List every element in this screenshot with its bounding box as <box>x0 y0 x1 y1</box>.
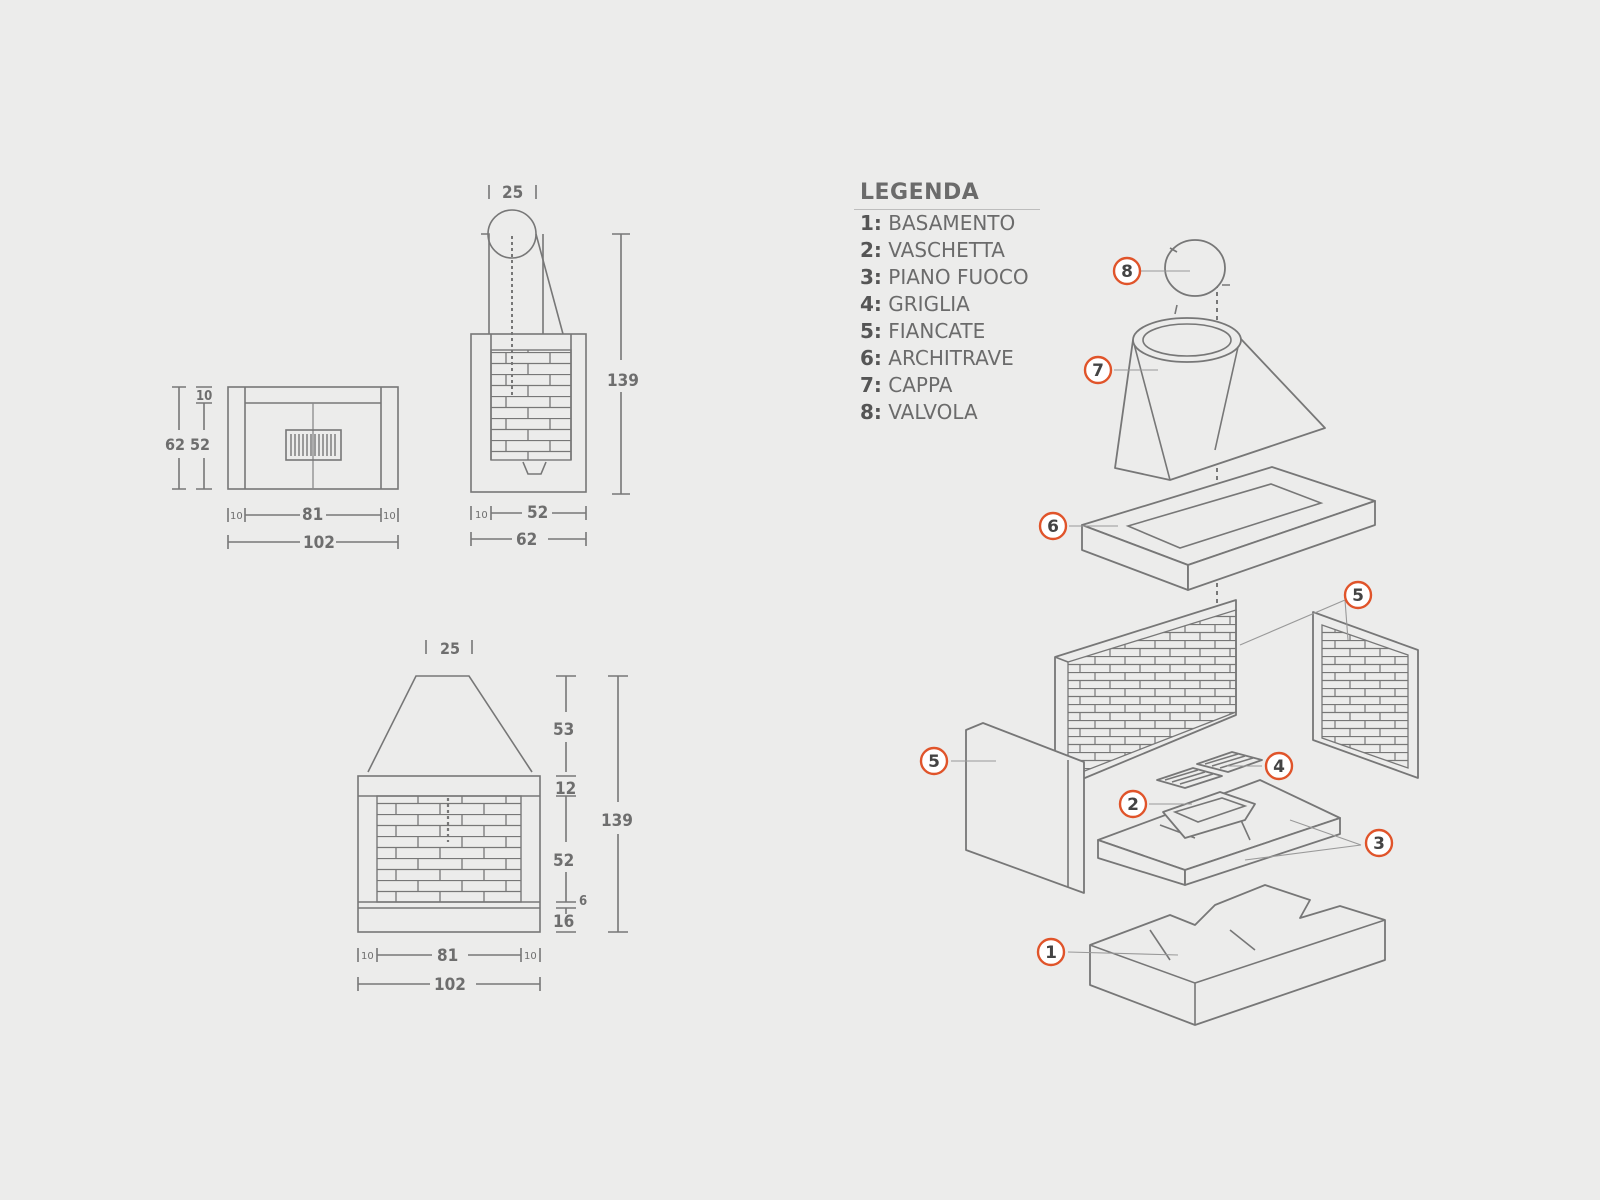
dim-front-chimney: 25 <box>440 639 460 658</box>
dim-top: 10 <box>196 389 212 404</box>
legend-item: 1: BASAMENTO <box>860 211 1016 235</box>
svg-text:1: 1 <box>1045 943 1057 963</box>
dim-height-total: 62 <box>165 435 185 454</box>
svg-text:6: 6 <box>1047 517 1059 537</box>
dim-front-side-right: 10 <box>524 951 537 962</box>
legend: LEGENDA 1: BASAMENTO 2: VASCHETTA 3: PIA… <box>854 180 1040 426</box>
left-wall-part <box>965 722 1085 894</box>
callout-4: 4 <box>1264 751 1294 781</box>
callout-7: 7 <box>1083 355 1113 385</box>
dim-depth-side: 10 <box>475 510 488 521</box>
dim-chimney: 25 <box>502 183 523 203</box>
dim-width-total: 102 <box>303 533 335 553</box>
exploded-view: 8 7 6 5 5 4 2 3 1 <box>919 239 1419 1026</box>
dim-front-side-left: 10 <box>361 951 374 962</box>
valve-part <box>1164 239 1230 315</box>
callout-1: 1 <box>1036 937 1066 967</box>
base-part <box>1089 884 1386 1026</box>
callout-6: 6 <box>1038 511 1068 541</box>
dim-front-height: 139 <box>601 811 633 831</box>
dim-side-right: 10 <box>383 511 396 522</box>
dim-side-left: 10 <box>230 511 243 522</box>
svg-text:5: 5 <box>1352 586 1364 606</box>
svg-text:2: 2 <box>1127 795 1139 815</box>
dim-lintel: 12 <box>555 779 576 799</box>
architrave-part <box>1081 466 1376 591</box>
dim-front-width-inner: 81 <box>437 946 458 966</box>
legend-item: 4: GRIGLIA <box>860 292 970 316</box>
callout-5-left: 5 <box>919 746 949 776</box>
grill-part <box>1156 751 1263 789</box>
dim-width-inner: 81 <box>302 505 323 525</box>
legend-item: 8: VALVOLA <box>860 400 978 424</box>
dim-front-width-total: 102 <box>434 975 466 995</box>
top-view: 62 52 10 10 10 81 102 <box>165 386 399 553</box>
side-view: 25 139 10 52 62 <box>470 183 639 550</box>
svg-text:7: 7 <box>1092 361 1104 381</box>
legend-item: 7: CAPPA <box>860 373 953 397</box>
legend-item: 6: ARCHITRAVE <box>860 346 1014 370</box>
svg-text:3: 3 <box>1373 834 1385 854</box>
svg-text:4: 4 <box>1273 757 1285 777</box>
dim-depth-inner: 52 <box>527 503 548 523</box>
svg-text:5: 5 <box>928 752 940 772</box>
dim-opening: 52 <box>553 851 574 871</box>
dim-depth-total: 62 <box>516 530 537 550</box>
callout-2: 2 <box>1118 789 1148 819</box>
legend-item: 5: FIANCATE <box>860 319 986 343</box>
hood-part <box>1114 317 1326 481</box>
legend-title: LEGENDA <box>854 180 1040 210</box>
dim-hood: 53 <box>553 720 574 740</box>
front-view: 25 53 12 52 6 16 139 10 10 81 102 <box>357 639 633 995</box>
legend-item: 3: PIANO FUOCO <box>860 265 1029 289</box>
callout-5-right: 5 <box>1343 580 1373 610</box>
right-wall-part <box>1312 611 1419 779</box>
dim-hearth: 6 <box>579 894 587 909</box>
tray-part <box>1162 791 1256 839</box>
back-wall-part <box>1054 599 1237 781</box>
dim-height-inner: 52 <box>190 435 210 454</box>
svg-text:8: 8 <box>1121 262 1133 282</box>
callout-8: 8 <box>1112 256 1142 286</box>
dim-height: 139 <box>607 371 639 391</box>
legend-item: 2: VASCHETTA <box>860 238 1005 262</box>
dim-base: 16 <box>553 912 574 932</box>
callout-3: 3 <box>1364 828 1394 858</box>
